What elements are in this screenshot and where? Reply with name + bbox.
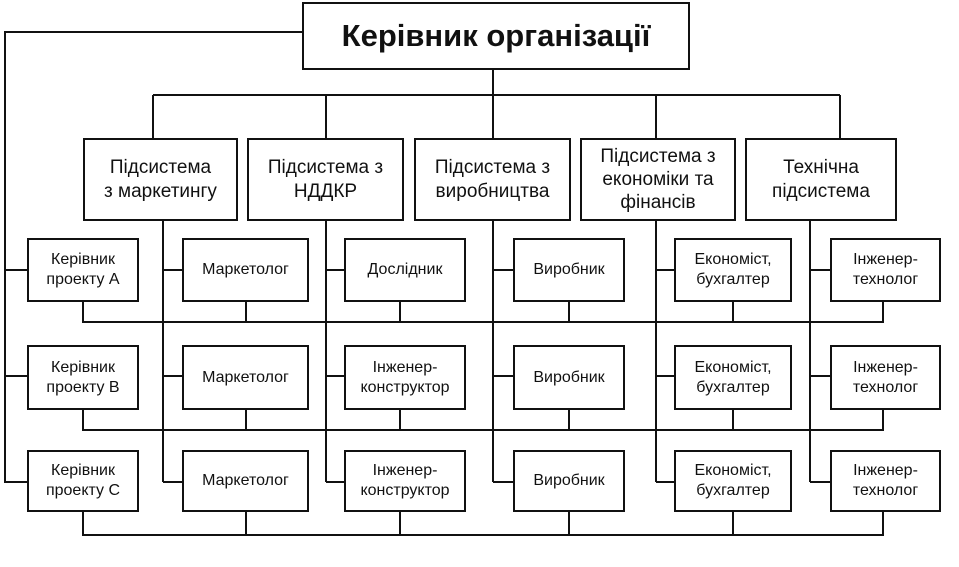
subsystem-production: Підсистема з виробництва — [414, 138, 571, 221]
role-box-marketer: Маркетолог — [182, 345, 309, 410]
role-box-marketer: Маркетолог — [182, 450, 309, 512]
head-label: Керівник організації — [341, 18, 651, 54]
subsystem-label: Підсистема з економіки та фінансів — [600, 145, 716, 214]
role-label: Маркетолог — [202, 472, 289, 490]
subsystem-marketing: Підсистема з маркетингу — [83, 138, 238, 221]
role-label: Виробник — [533, 368, 605, 386]
role-label: Економіст, бухгалтер — [694, 462, 772, 499]
role-label: Інженер- технолог — [852, 358, 919, 396]
subsystem-label: Підсистема з виробництва — [434, 157, 551, 202]
role-label: Інженер- конструктор — [360, 358, 450, 396]
role-box-project-manager: Керівник проекту А — [27, 238, 139, 302]
role-box-process-engineer: Інженер- технолог — [830, 238, 941, 302]
role-box-researcher: Дослідник — [344, 238, 466, 302]
role-label: Економіст, бухгалтер — [694, 358, 772, 396]
role-label: Керівник проекту С — [45, 462, 121, 499]
role-label: Керівник проекту В — [46, 358, 120, 396]
role-label: Економіст, бухгалтер — [694, 251, 772, 288]
subsystem-economics: Підсистема з економіки та фінансів — [580, 138, 736, 221]
role-box-producer: Виробник — [513, 450, 625, 512]
role-box-economist: Економіст, бухгалтер — [674, 238, 792, 302]
subsystem-label: Технічна підсистема — [772, 157, 870, 202]
role-box-economist: Економіст, бухгалтер — [674, 450, 792, 512]
role-label: Маркетолог — [202, 368, 289, 386]
subsystem-label: Підсистема з маркетингу — [104, 157, 217, 202]
role-label: Керівник проекту А — [46, 251, 120, 288]
role-box-producer: Виробник — [513, 238, 625, 302]
subsystem-rnd: Підсистема з НДДКР — [247, 138, 404, 221]
role-label: Виробник — [533, 472, 605, 490]
role-label: Інженер- технолог — [852, 462, 919, 499]
role-box-project-manager: Керівник проекту В — [27, 345, 139, 410]
head-box: Керівник організації — [302, 2, 690, 70]
role-box-project-manager: Керівник проекту С — [27, 450, 139, 512]
role-box-producer: Виробник — [513, 345, 625, 410]
role-box-design-engineer: Інженер- конструктор — [344, 345, 466, 410]
role-box-design-engineer: Інженер- конструктор — [344, 450, 466, 512]
subsystem-technical: Технічна підсистема — [745, 138, 897, 221]
role-label: Маркетолог — [202, 261, 289, 279]
subsystem-label: Підсистема з НДДКР — [267, 157, 384, 202]
role-box-marketer: Маркетолог — [182, 238, 309, 302]
role-box-process-engineer: Інженер- технолог — [830, 450, 941, 512]
role-box-process-engineer: Інженер- технолог — [830, 345, 941, 410]
role-label: Інженер- конструктор — [360, 462, 450, 499]
role-label: Дослідник — [367, 261, 443, 279]
role-label: Інженер- технолог — [852, 251, 919, 288]
role-label: Виробник — [533, 261, 605, 279]
role-box-economist: Економіст, бухгалтер — [674, 345, 792, 410]
